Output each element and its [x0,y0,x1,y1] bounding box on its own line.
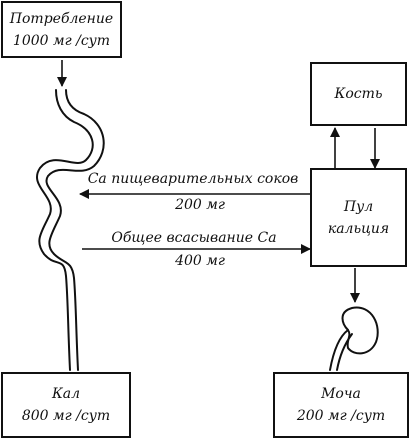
calcium-pool-box: Пул кальция [310,168,407,267]
absorption-label: Общее всасывание Са [111,230,277,246]
bone-box: Кость [310,62,407,126]
urine-box: Моча 200 мг /сут [273,372,409,438]
digestive-tract-icon [36,89,105,371]
feces-label: Кал [51,386,81,402]
intake-amount: 1000 мг /сут [12,32,111,49]
kidney-icon [329,306,379,371]
intake-label: Потребление [9,10,114,27]
feces-amount: 800 мг /сут [21,408,111,424]
feces-box: Кал 800 мг /сут [1,372,131,438]
pool-line-2: кальция [327,220,390,237]
bone-label: Кость [334,86,383,102]
secretion-amount: 200 мг [175,197,225,213]
pool-line-1: Пул [343,198,374,215]
urine-label: Моча [321,386,361,402]
intake-box: Потребление 1000 мг /сут [1,1,122,58]
absorption-amount: 400 мг [175,253,225,269]
urine-amount: 200 мг /сут [296,408,386,424]
secretion-label: Са пищеварительных соков [87,171,299,187]
